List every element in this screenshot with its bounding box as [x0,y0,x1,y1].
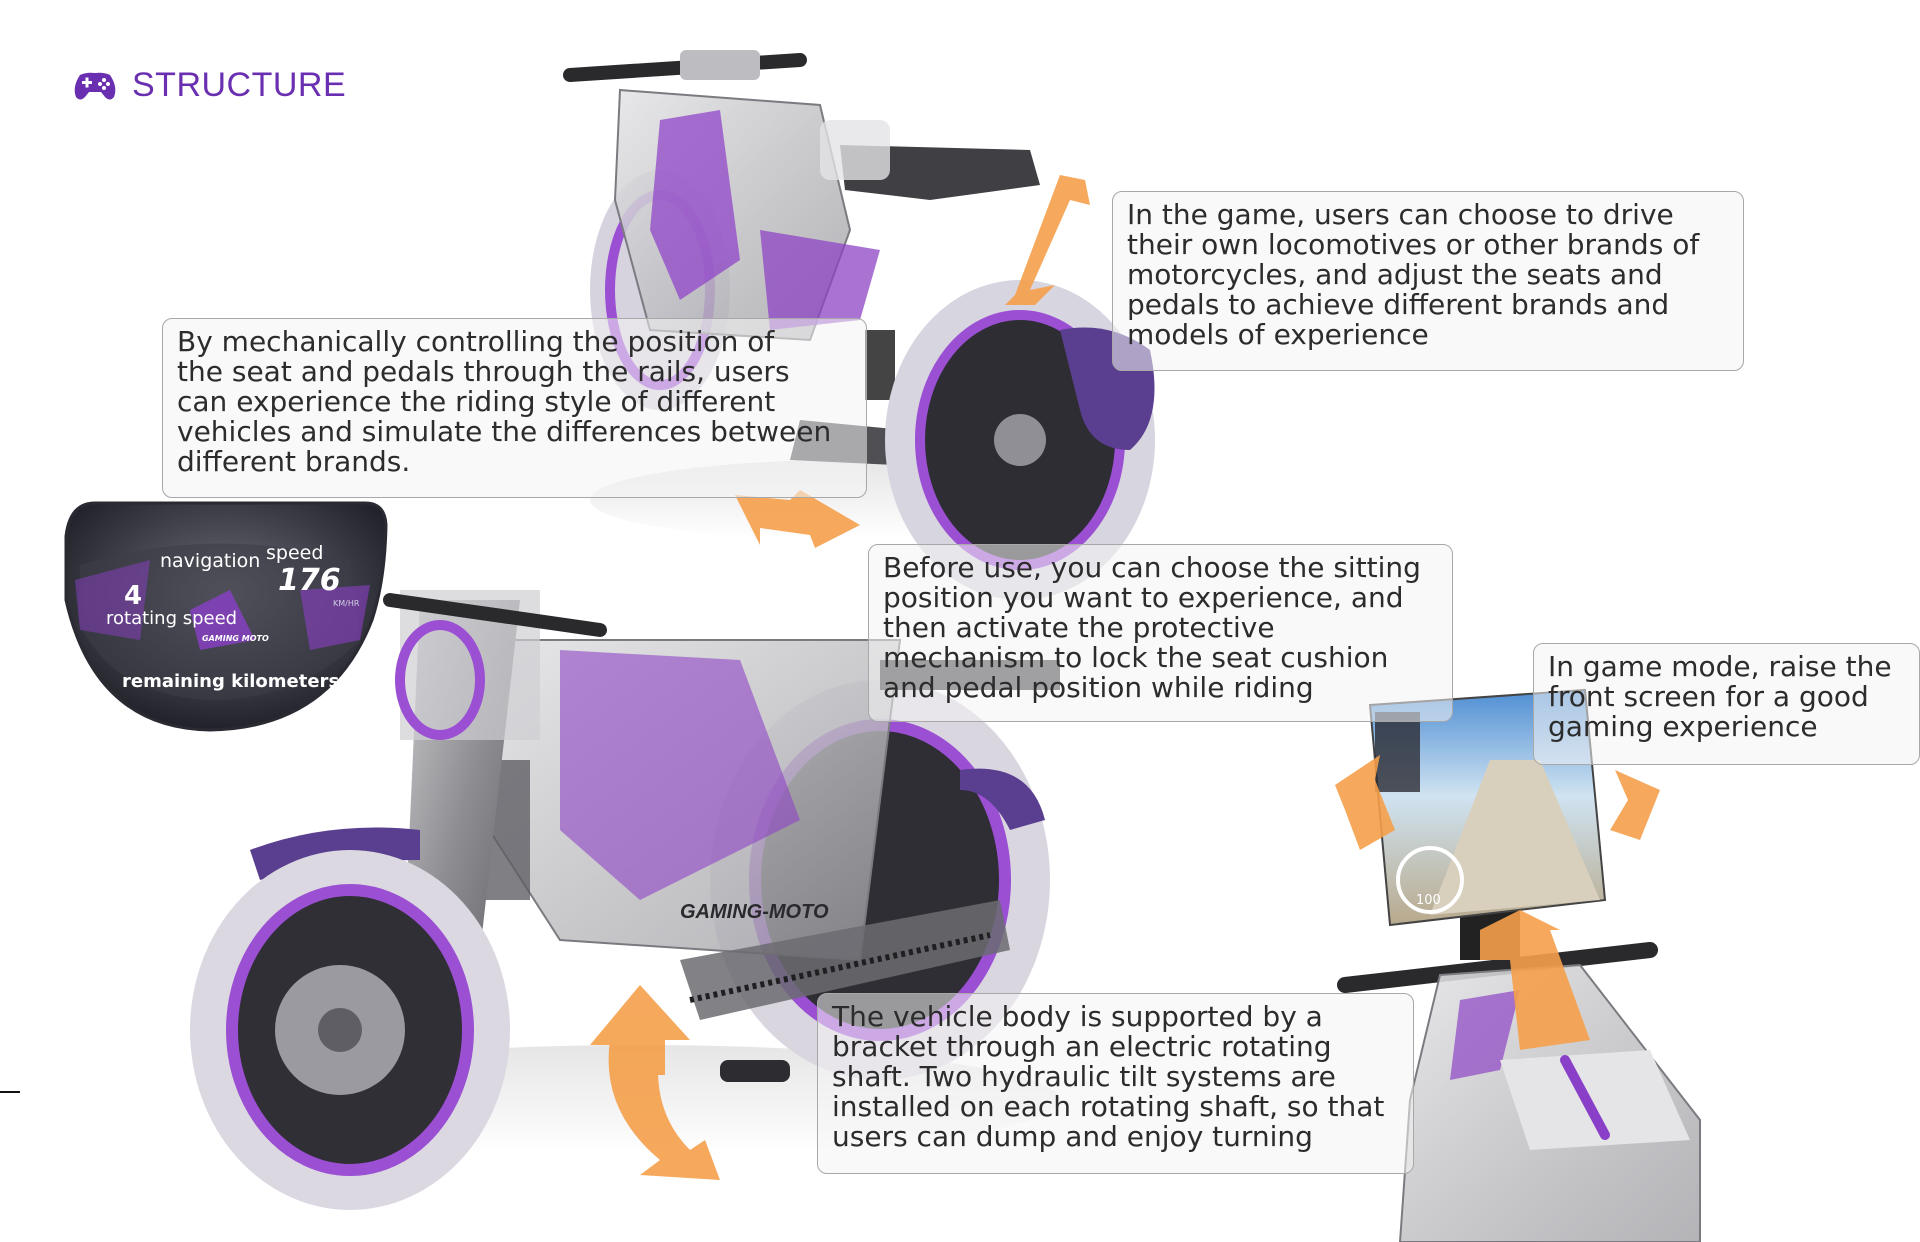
dashboard-speed-label: speed [266,542,323,564]
pedal-adjust-arrow [735,490,860,548]
section-header: STRUCTURE [72,66,346,105]
dashboard-remaining-km-label: remaining kilometers [122,671,339,692]
callout-game-mode-text: In game mode, raise the front screen for… [1548,650,1892,743]
gamepad-icon [74,72,116,99]
screen-speed-readout: 100 [1416,893,1441,908]
dashboard-speed-value: 176 [278,563,341,598]
callout-game-choice: In the game, users can choose to drive t… [1112,191,1744,371]
top-bike [563,50,1155,600]
callout-game-mode: In game mode, raise the front screen for… [1533,643,1920,765]
screen-rotate-arrow-left [1335,755,1395,850]
screen-rotate-arrow-right [1610,770,1660,840]
tilt-arrow-up [590,985,690,1075]
screen-raise-arrow [1480,910,1590,1050]
dashboard-navigation-label: navigation [160,550,260,572]
callout-rotating-shaft: The vehicle body is supported by a brack… [817,993,1414,1174]
section-title: STRUCTURE [132,66,347,104]
body-brand-text: GAMING-MOTO [680,901,829,923]
main-bike-front-wheel [190,850,510,1210]
dashboard-speed-unit: KM/HR [333,599,360,608]
callout-rails-text: By mechanically controlling the position… [177,325,832,478]
motion-arrows [590,175,1660,1180]
callout-before-use: Before use, you can choose the sitting p… [868,544,1453,722]
dashboard-brand: GAMING MOTO [202,634,269,643]
callout-rails: By mechanically controlling the position… [162,318,867,498]
seat-adjust-arrow [1005,175,1090,305]
dashboard-rotating-speed-label: rotating speed [106,608,237,629]
callout-rotating-shaft-text: The vehicle body is supported by a brack… [832,1000,1385,1153]
edge-tick-mark [0,1091,20,1093]
dashboard-gear-value: 4 [124,581,142,611]
callout-before-use-text: Before use, you can choose the sitting p… [883,551,1421,704]
dashboard-inset [64,501,388,732]
callout-game-choice-text: In the game, users can choose to drive t… [1127,198,1700,351]
